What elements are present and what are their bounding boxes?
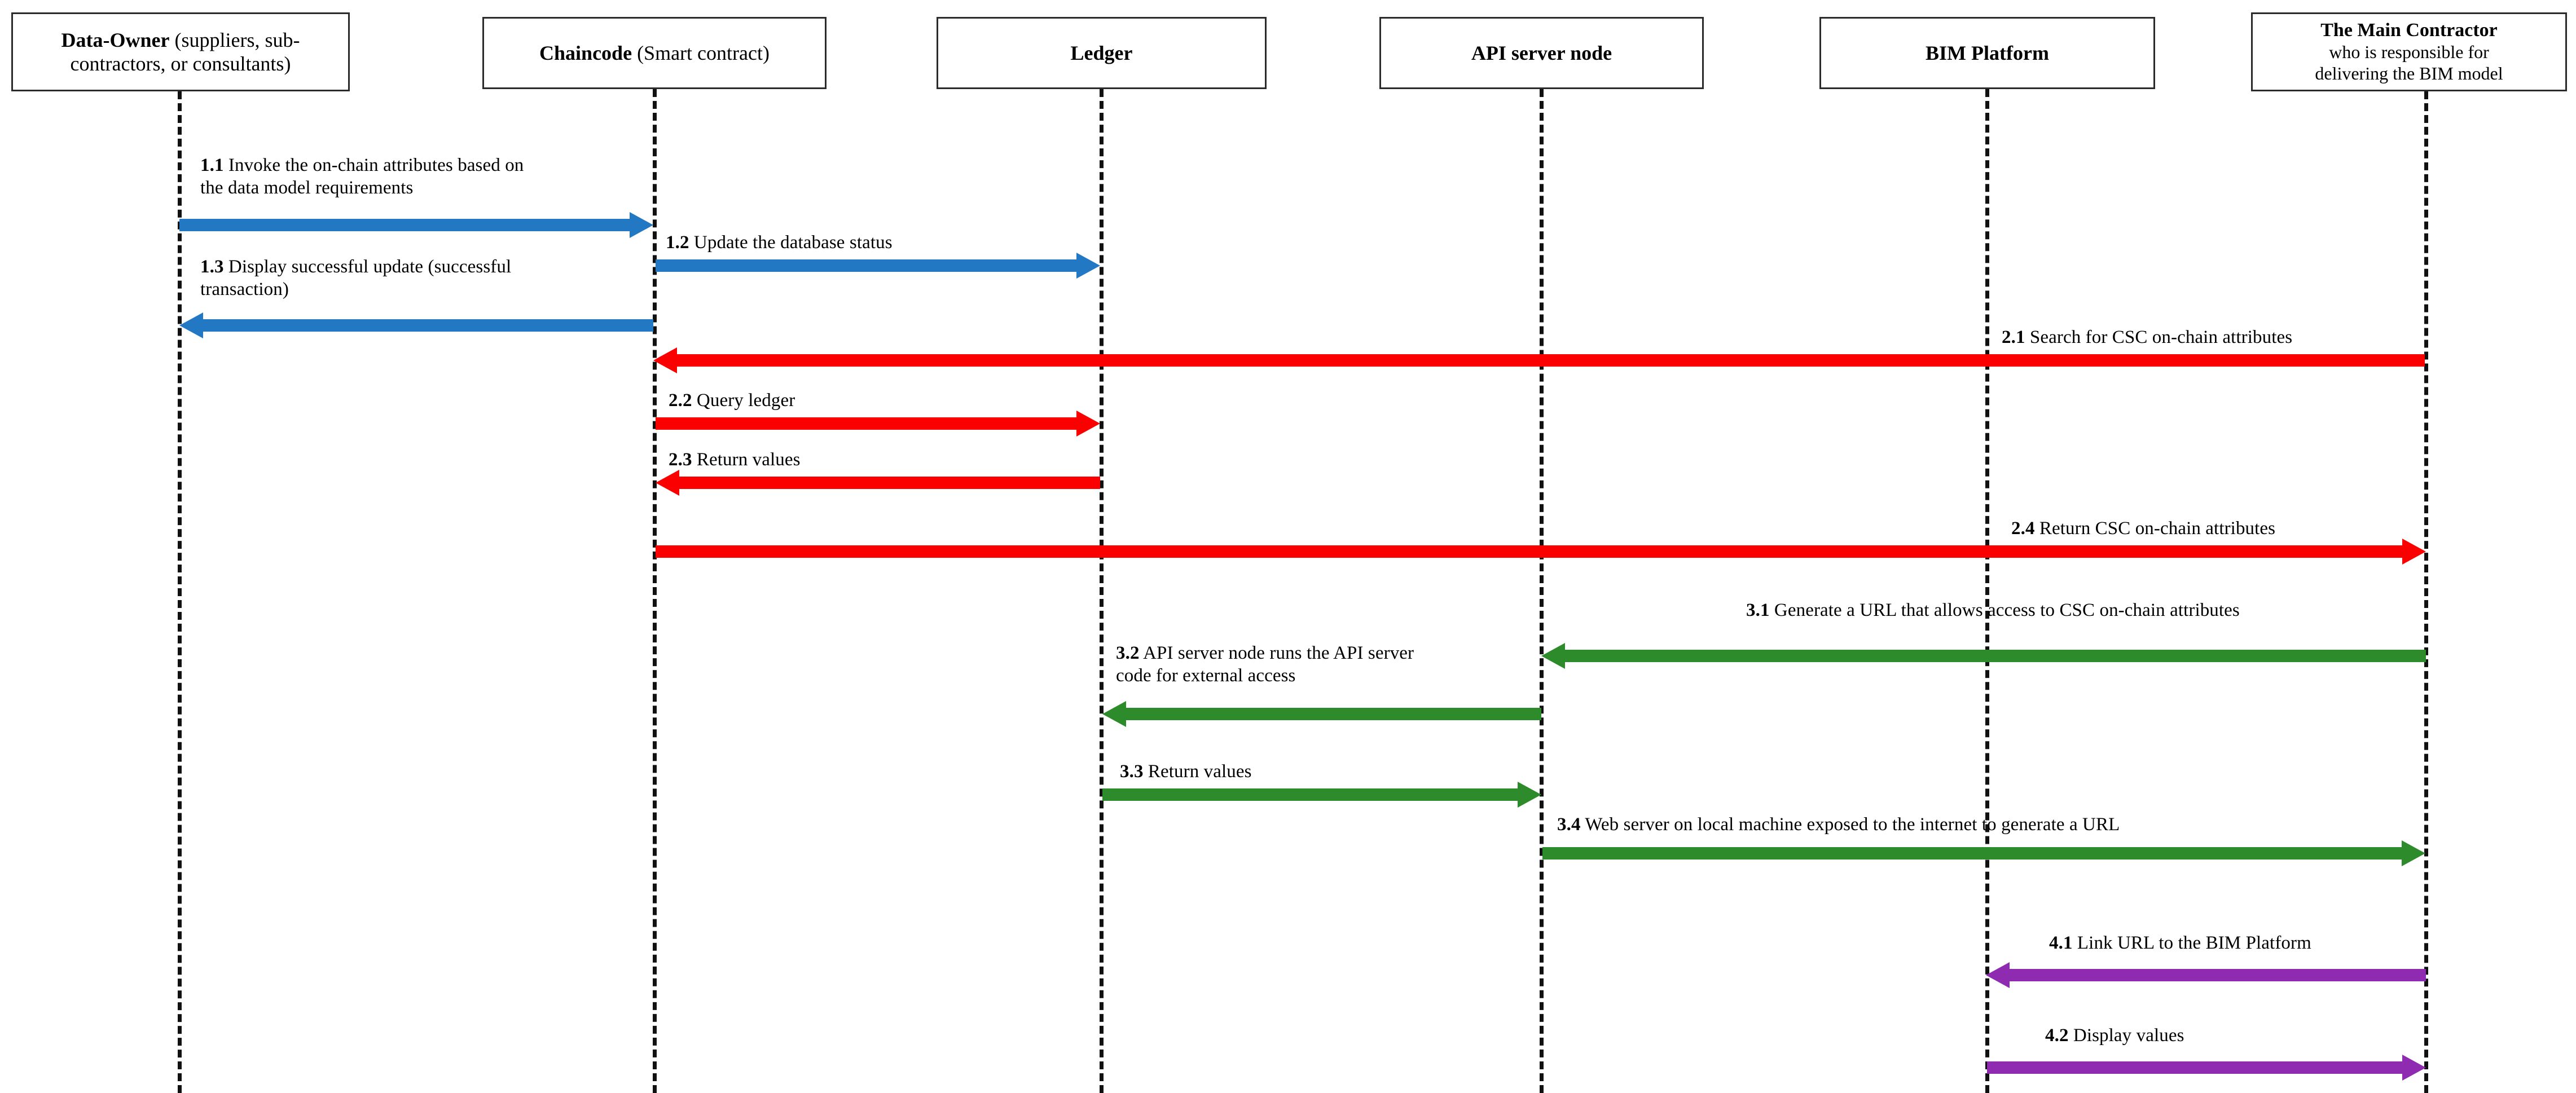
message-arrowhead-4-2 <box>2402 1055 2426 1081</box>
message-label-3-2: 3.2 API server node runs the API server … <box>1116 642 1562 687</box>
message-shaft-3-3 <box>1102 788 1519 801</box>
message-label-2-4: 2.4 Return CSC on-chain attributes <box>2011 517 2463 540</box>
message-text-2-2: Query ledger <box>692 390 795 411</box>
lifeline-bim-platform <box>1985 89 1989 1093</box>
actor-sub-chaincode: (Smart contract) <box>632 41 770 64</box>
message-label-2-1: 2.1 Search for CSC on-chain attributes <box>2002 326 2453 349</box>
message-shaft-2-1 <box>676 354 2425 367</box>
message-label-2-2: 2.2 Query ledger <box>669 389 1097 412</box>
message-number-4-2: 4.2 <box>2045 1025 2069 1046</box>
message-text-4-1: Link URL to the BIM Platform <box>2072 933 2311 953</box>
message-arrowhead-4-1 <box>1986 962 2010 988</box>
message-label-3-4: 3.4 Web server on local machine exposed … <box>1557 813 2437 836</box>
actor-label-bim-platform: BIM Platform <box>1920 41 2055 65</box>
message-label-4-1: 4.1 Link URL to the BIM Platform <box>2049 932 2500 954</box>
message-arrowhead-1-3 <box>179 312 203 338</box>
actor-name-data-owner: Data-Owner <box>61 28 170 51</box>
actor-name-ledger: Ledger <box>1070 41 1133 64</box>
actor-box-ledger: Ledger <box>937 17 1267 89</box>
message-shaft-4-2 <box>1987 1061 2403 1074</box>
message-shaft-1-1 <box>179 219 631 231</box>
message-text-1-1: Invoke the on-chain attributes based on <box>223 155 524 175</box>
message-arrowhead-3-1 <box>1541 643 1565 669</box>
message-number-1-2: 1.2 <box>666 232 689 253</box>
message-text-3-3: Return values <box>1143 761 1252 782</box>
message-number-2-2: 2.2 <box>669 390 692 411</box>
message-number-1-3: 1.3 <box>200 257 224 277</box>
message-shaft-3-2 <box>1125 708 1541 720</box>
message-label-2-3: 2.3 Return values <box>669 448 1097 471</box>
message-arrowhead-2-3 <box>656 470 679 496</box>
message-number-4-1: 4.1 <box>2049 933 2073 953</box>
message-shaft-2-2 <box>656 417 1078 430</box>
message-number-3-4: 3.4 <box>1557 814 1581 835</box>
message-shaft-3-1 <box>1564 650 2426 662</box>
message-shaft-2-4 <box>656 545 2403 558</box>
actor-name-chaincode: Chaincode <box>539 41 632 64</box>
actor-box-data-owner: Data-Owner (suppliers, sub- contractors,… <box>11 12 350 91</box>
message-text-2-4: Return CSC on-chain attributes <box>2034 518 2276 539</box>
message-text2-3-2: code for external access <box>1116 666 1296 686</box>
lifeline-main-contractor <box>2424 91 2428 1093</box>
lifeline-chaincode <box>653 89 657 1093</box>
message-text-4-2: Display values <box>2068 1025 2184 1046</box>
message-shaft-2-3 <box>678 477 1100 489</box>
actor-box-bim-platform: BIM Platform <box>1819 17 2155 89</box>
actor-name-api-server-node: API server node <box>1471 41 1612 64</box>
message-label-1-2: 1.2 Update the database status <box>666 231 1117 254</box>
message-shaft-3-4 <box>1542 847 2403 860</box>
actor-name-bim-platform: BIM Platform <box>1926 41 2049 64</box>
message-text-2-3: Return values <box>692 449 801 470</box>
actor-label-api-server-node: API server node <box>1466 41 1617 65</box>
actor-line3-main-contractor: delivering the BIM model <box>2315 63 2503 84</box>
message-number-1-1: 1.1 <box>200 155 224 175</box>
message-text2-1-1: the data model requirements <box>200 178 414 199</box>
message-label-1-1: 1.1 Invoke the on-chain attributes based… <box>200 154 646 200</box>
message-number-2-3: 2.3 <box>669 449 692 470</box>
message-shaft-1-2 <box>656 259 1078 272</box>
message-label-1-3: 1.3 Display successful update (successfu… <box>200 255 652 301</box>
message-arrowhead-2-1 <box>653 347 677 373</box>
actor-name-main-contractor: The Main Contractor <box>2320 20 2498 41</box>
actor-label-chaincode: Chaincode (Smart contract) <box>534 41 775 65</box>
actor-box-api-server-node: API server node <box>1379 17 1704 89</box>
actor-line2-main-contractor: who is responsible for <box>2329 42 2489 63</box>
message-text-3-4: Web server on local machine exposed to t… <box>1580 814 2120 835</box>
message-text-1-2: Update the database status <box>689 232 893 253</box>
message-label-3-3: 3.3 Return values <box>1120 760 1566 783</box>
message-text2-1-3: transaction) <box>200 279 289 300</box>
actor-label-ledger: Ledger <box>1065 41 1138 65</box>
actor-sub-data-owner: (suppliers, sub- <box>169 28 300 51</box>
message-text-3-1: Generate a URL that allows access to CSC… <box>1769 600 2240 620</box>
message-arrowhead-3-3 <box>1518 782 1541 808</box>
message-number-2-1: 2.1 <box>2002 327 2025 347</box>
message-text-1-3: Display successful update (successful <box>223 257 512 277</box>
message-text-3-2: API server node runs the API server <box>1139 643 1414 663</box>
message-label-3-1: 3.1 Generate a URL that allows access to… <box>1746 599 2457 622</box>
lifeline-api-server-node <box>1540 89 1544 1093</box>
message-number-3-1: 3.1 <box>1746 600 1770 620</box>
message-arrowhead-2-4 <box>2402 539 2426 565</box>
message-number-2-4: 2.4 <box>2011 518 2035 539</box>
actor-line2-data-owner: contractors, or consultants) <box>70 52 291 75</box>
actor-label-data-owner: Data-Owner (suppliers, sub- contractors,… <box>56 28 306 76</box>
message-arrowhead-2-2 <box>1076 411 1100 437</box>
message-label-4-2: 4.2 Display values <box>2045 1024 2496 1047</box>
message-shaft-1-3 <box>202 319 653 332</box>
actor-box-main-contractor: The Main Contractor who is responsible f… <box>2251 12 2567 91</box>
lifeline-data-owner <box>178 91 182 1093</box>
message-number-3-3: 3.3 <box>1120 761 1144 782</box>
lifeline-ledger <box>1100 89 1104 1093</box>
message-arrowhead-1-1 <box>630 212 653 238</box>
message-arrowhead-3-2 <box>1102 701 1126 727</box>
message-text-2-1: Search for CSC on-chain attributes <box>2025 327 2293 347</box>
message-arrowhead-3-4 <box>2402 840 2425 866</box>
actor-label-main-contractor: The Main Contractor who is responsible f… <box>2309 19 2508 85</box>
actor-box-chaincode: Chaincode (Smart contract) <box>482 17 827 89</box>
message-number-3-2: 3.2 <box>1116 643 1140 663</box>
message-shaft-4-1 <box>2008 969 2426 981</box>
message-arrowhead-1-2 <box>1076 253 1100 279</box>
